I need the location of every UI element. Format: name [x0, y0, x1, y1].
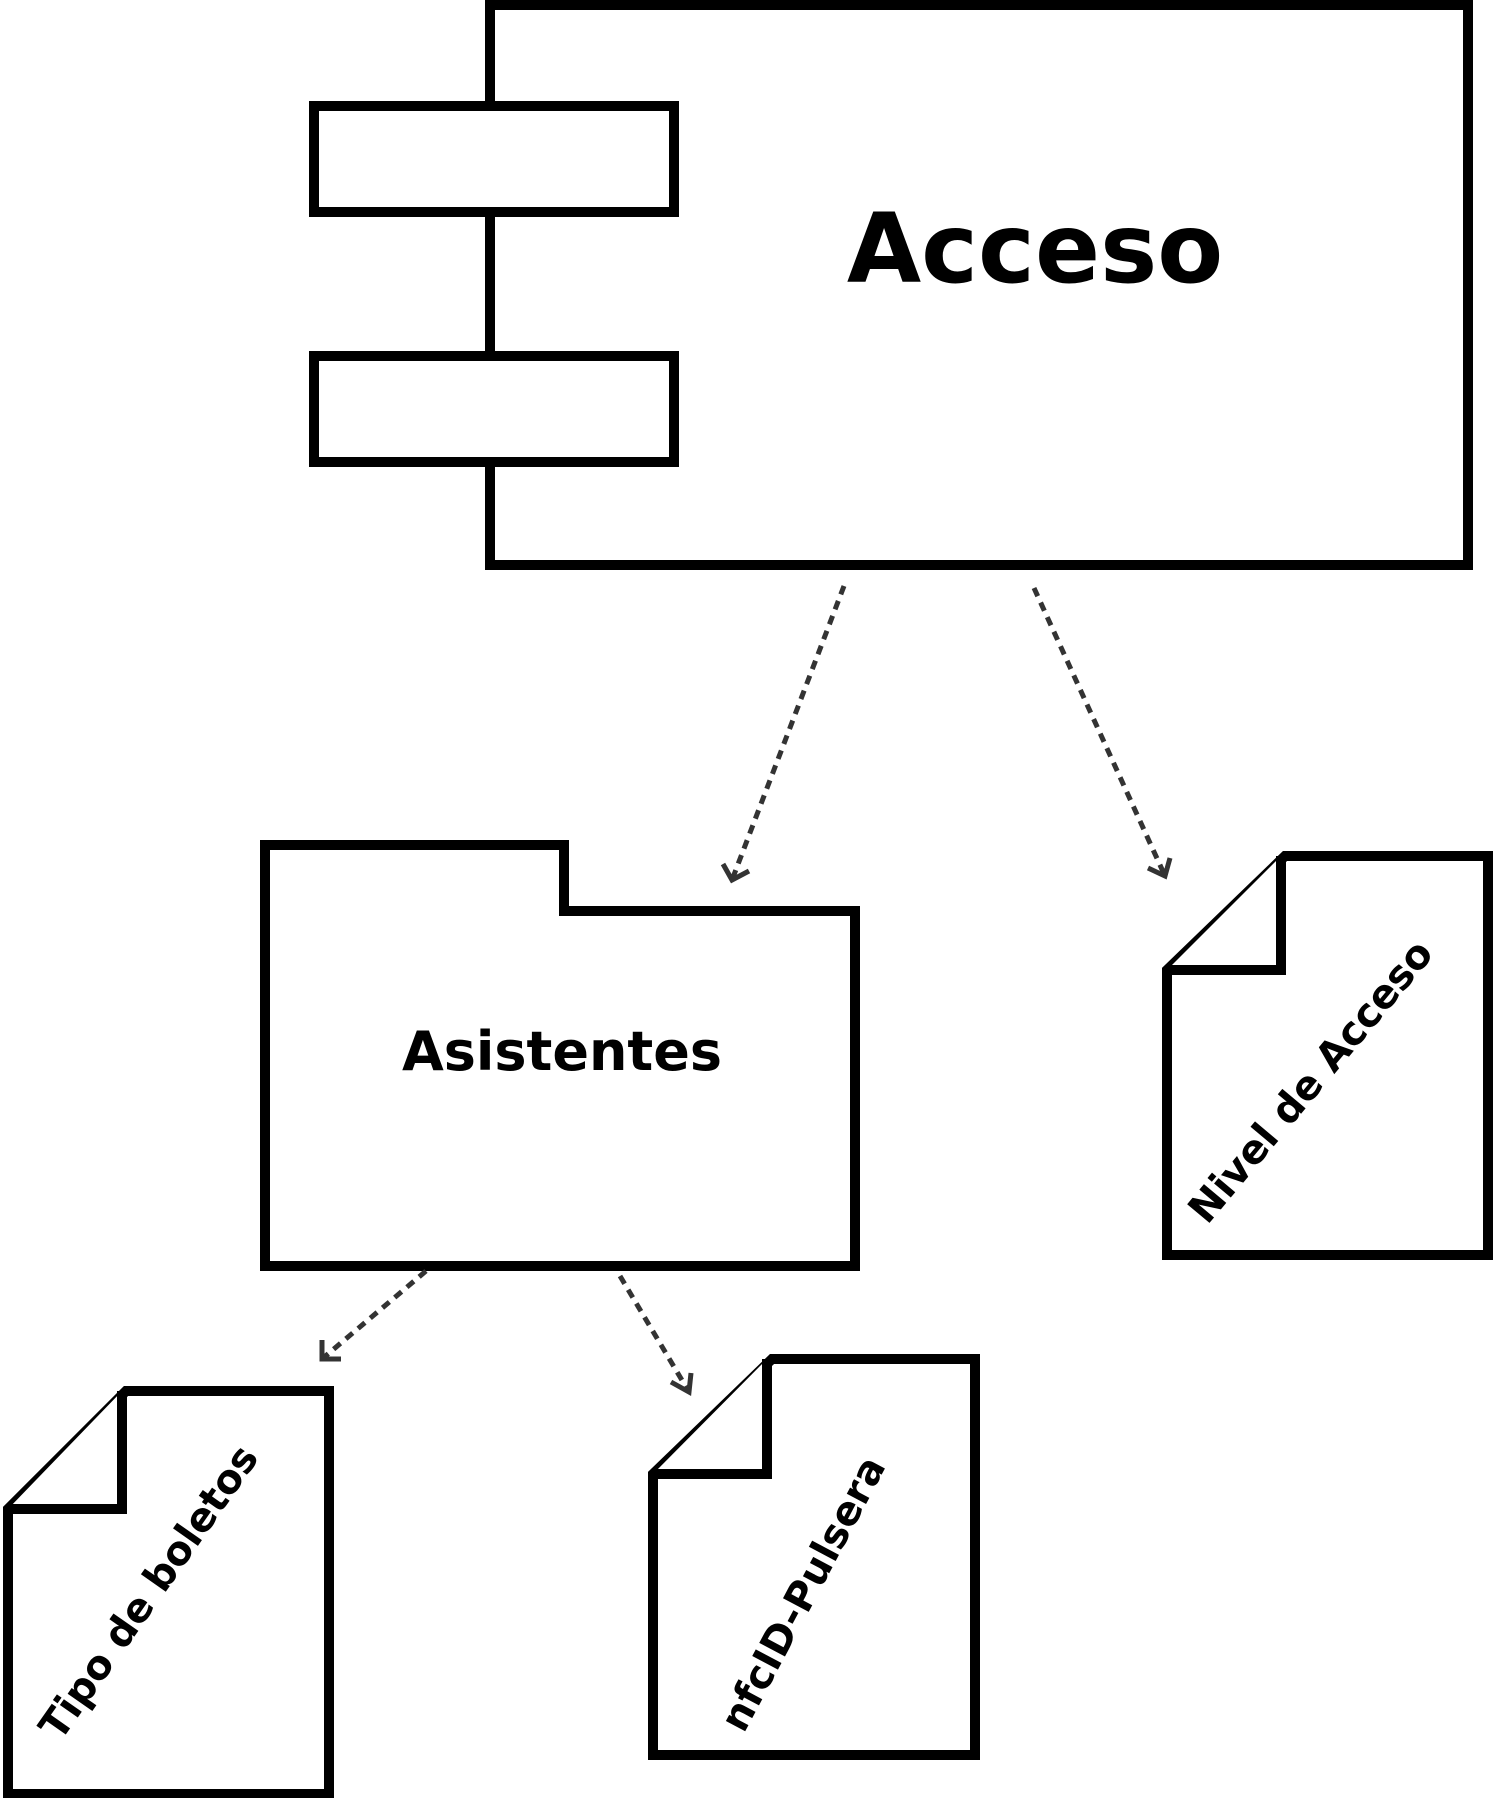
dependency-line	[1031, 586, 1168, 878]
document-nfcid-pulsera[interactable]: nfcID-Pulsera	[648, 1354, 980, 1760]
dependency-acceso-nivel	[1031, 586, 1173, 880]
dependency-line	[320, 1269, 428, 1361]
arrowhead-icon	[319, 1340, 341, 1362]
package-asistentes[interactable]: Asistentes	[260, 840, 860, 1271]
document-fold	[1167, 856, 1286, 975]
arrowhead-icon	[669, 1372, 694, 1397]
document-fold	[8, 1391, 127, 1514]
dependency-asistentes-nfcid	[617, 1274, 694, 1397]
component-port-bottom	[309, 351, 679, 467]
dependency-line	[729, 585, 847, 881]
document-tipo-boletos[interactable]: Tipo de boletos	[3, 1386, 334, 1798]
package-shape	[260, 840, 860, 1271]
dependency-acceso-asistentes	[720, 585, 847, 884]
component-label: Acceso	[847, 193, 1223, 305]
arrowhead-icon	[720, 862, 751, 884]
arrowhead-icon	[1146, 857, 1173, 880]
dependency-asistentes-tipo	[319, 1269, 428, 1362]
component-acceso[interactable]: Acceso	[309, 0, 1473, 570]
component-body	[485, 0, 1473, 570]
component-port-top	[309, 101, 679, 217]
dependency-line	[617, 1274, 692, 1394]
document-fold	[653, 1359, 772, 1479]
document-nivel-acceso[interactable]: Nivel de Acceso	[1162, 851, 1493, 1260]
package-label: Asistentes	[402, 1020, 722, 1083]
